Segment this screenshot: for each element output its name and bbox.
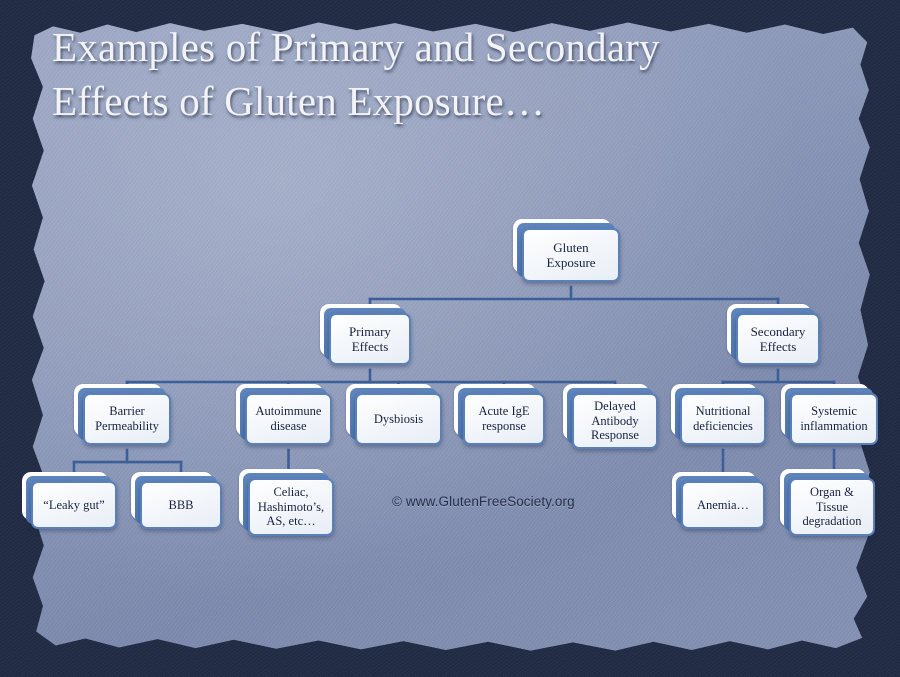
node-card: Organ & Tissue degradation <box>789 478 875 536</box>
node-card: Primary Effects <box>329 313 411 365</box>
node-label: Gluten Exposure <box>546 239 596 270</box>
node-card: Anemia… <box>681 481 765 529</box>
node-label: BBB <box>168 497 194 512</box>
node-card: Dysbiosis <box>355 393 442 445</box>
node-gluten-exposure[interactable]: Gluten Exposure <box>513 219 620 282</box>
node-card: Secondary Effects <box>736 313 820 365</box>
node-label: Dysbiosis <box>373 411 424 426</box>
node-nutritional-def[interactable]: Nutritional deficiencies <box>671 384 766 445</box>
node-dysbiosis[interactable]: Dysbiosis <box>346 384 442 445</box>
node-organ-tissue[interactable]: Organ & Tissue degradation <box>780 469 875 536</box>
node-card: Barrier Permeability <box>83 393 171 445</box>
node-bbb[interactable]: BBB <box>131 472 222 529</box>
node-label: Secondary Effects <box>750 323 806 354</box>
copyright-credit: © www.GlutenFreeSociety.org <box>392 494 575 509</box>
node-card: Celiac, Hashimoto’s, AS, etc… <box>248 478 334 536</box>
node-celiac-etc[interactable]: Celiac, Hashimoto’s, AS, etc… <box>239 469 334 536</box>
node-delayed-antibody[interactable]: Delayed Antibody Response <box>563 384 658 449</box>
node-label: Celiac, Hashimoto’s, AS, etc… <box>257 484 325 529</box>
node-label: Autoimmune disease <box>255 404 322 433</box>
node-label: Barrier Permeability <box>95 404 159 433</box>
node-card: Acute IgE response <box>463 393 545 445</box>
node-card: BBB <box>140 481 222 529</box>
node-secondary-effects[interactable]: Secondary Effects <box>727 304 820 365</box>
node-card: Delayed Antibody Response <box>572 393 658 449</box>
node-label: Acute IgE response <box>478 404 530 433</box>
node-systemic-inflam[interactable]: Systemic inflammation <box>781 384 878 445</box>
node-card: Gluten Exposure <box>522 228 620 282</box>
node-autoimmune-disease[interactable]: Autoimmune disease <box>236 384 332 445</box>
node-leaky-gut[interactable]: “Leaky gut” <box>22 472 117 529</box>
node-acute-ige-response[interactable]: Acute IgE response <box>454 384 545 445</box>
node-card: Nutritional deficiencies <box>680 393 766 445</box>
node-label: Nutritional deficiencies <box>693 404 753 433</box>
node-card: Autoimmune disease <box>245 393 332 445</box>
node-label: “Leaky gut” <box>43 497 105 512</box>
node-label: Organ & Tissue degradation <box>802 484 862 529</box>
page-title: Examples of Primary and Secondary Effect… <box>52 24 660 125</box>
node-label: Anemia… <box>696 497 750 512</box>
node-barrier-permeability[interactable]: Barrier Permeability <box>74 384 171 445</box>
node-card: “Leaky gut” <box>31 481 117 529</box>
node-label: Systemic inflammation <box>800 404 868 433</box>
node-label: Primary Effects <box>349 323 391 354</box>
node-primary-effects[interactable]: Primary Effects <box>320 304 411 365</box>
node-card: Systemic inflammation <box>790 393 878 445</box>
node-label: Delayed Antibody Response <box>591 398 639 443</box>
node-anemia[interactable]: Anemia… <box>672 472 765 529</box>
